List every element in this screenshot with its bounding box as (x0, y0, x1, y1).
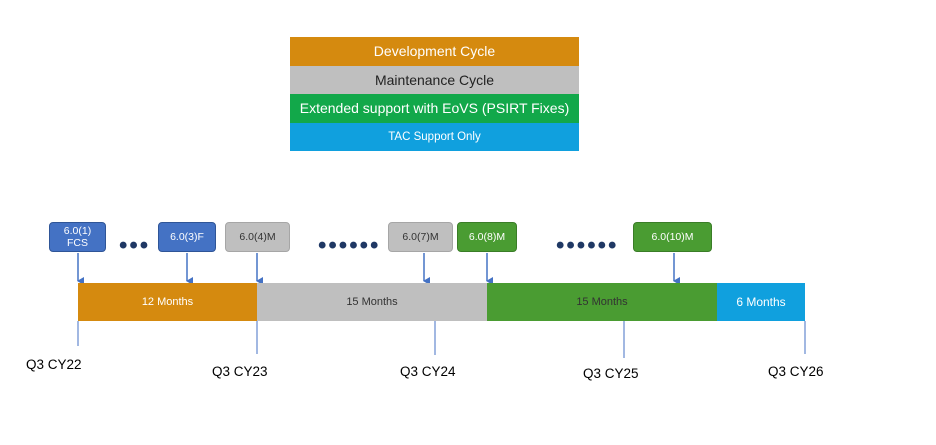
quarter-label-q3-cy26: Q3 CY26 (768, 364, 824, 379)
segment-tac-support: 6 Months (717, 283, 805, 321)
release-label: 6.0(7)M (402, 231, 439, 243)
segment-maintenance: 15 Months (257, 283, 487, 321)
release-6-0-1-fcs: 6.0(1) FCS (49, 222, 106, 252)
release-6-0-8-m: 6.0(8)M (457, 222, 517, 252)
ellipsis-3: •••••• (556, 232, 619, 259)
ellipsis-1: ••• (119, 232, 151, 259)
release-6-0-7-m: 6.0(7)M (388, 222, 453, 252)
quarter-label-q3-cy23: Q3 CY23 (212, 364, 268, 379)
release-label: 6.0(4)M (239, 231, 276, 243)
release-label-line1: 6.0(1) (63, 225, 92, 237)
segment-extended-support: 15 Months (487, 283, 717, 321)
legend: Development Cycle Maintenance Cycle Exte… (290, 37, 579, 151)
release-label-line2: FCS (67, 237, 88, 249)
legend-maintenance-cycle: Maintenance Cycle (290, 65, 579, 94)
legend-extended-support: Extended support with EoVS (PSIRT Fixes) (290, 94, 579, 123)
quarter-label-q3-cy25: Q3 CY25 (583, 366, 639, 381)
segment-development: 12 Months (78, 283, 257, 321)
release-label: 6.0(3)F (170, 231, 204, 243)
release-6-0-3-f: 6.0(3)F (158, 222, 216, 252)
quarter-label-q3-cy22: Q3 CY22 (26, 357, 82, 372)
legend-development-cycle: Development Cycle (290, 37, 579, 66)
quarter-label-q3-cy24: Q3 CY24 (400, 364, 456, 379)
legend-tac-support: TAC Support Only (290, 122, 579, 151)
ellipsis-2: •••••• (318, 232, 381, 259)
release-label: 6.0(8)M (468, 231, 506, 243)
release-label: 6.0(10)M (651, 231, 694, 243)
release-6-0-10-m: 6.0(10)M (633, 222, 712, 252)
release-6-0-4-m: 6.0(4)M (225, 222, 290, 252)
